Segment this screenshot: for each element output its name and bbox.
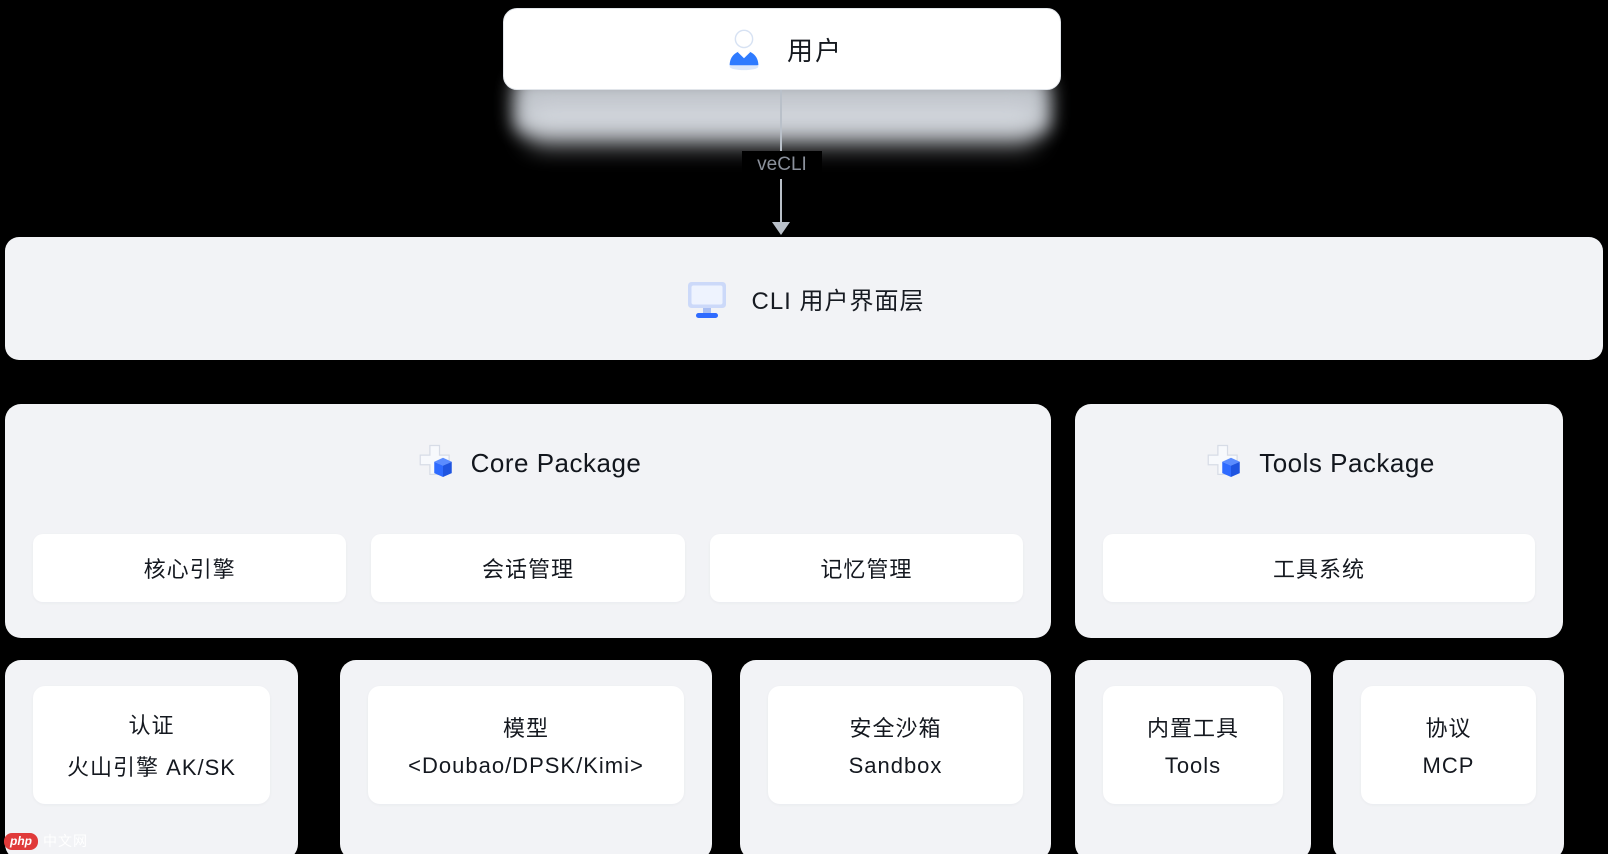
tool-system-card: 工具系统	[1103, 534, 1535, 602]
core-package-group: Core Package 核心引擎 会话管理 记忆管理	[5, 404, 1051, 638]
tools-package-header: Tools Package	[1075, 442, 1563, 484]
sandbox-card-subtitle: Sandbox	[848, 753, 943, 778]
model-card-subtitle: <Doubao/DPSK/Kimi>	[408, 753, 644, 778]
auth-node: 认证 火山引擎 AK/SK	[5, 660, 298, 854]
package-icon	[1203, 442, 1245, 484]
sandbox-card: 安全沙箱 Sandbox	[768, 686, 1023, 804]
arrow-down-icon	[772, 222, 790, 235]
tools-package-title: Tools Package	[1259, 447, 1435, 478]
auth-card-title: 认证	[128, 713, 175, 738]
user-node-shadow-soft	[527, 104, 1037, 146]
builtin-tools-card: 内置工具 Tools	[1103, 686, 1283, 804]
model-node: 模型 <Doubao/DPSK/Kimi>	[340, 660, 712, 854]
sandbox-card-title: 安全沙箱	[849, 716, 942, 741]
sandbox-node: 安全沙箱 Sandbox	[740, 660, 1051, 854]
model-card: 模型 <Doubao/DPSK/Kimi>	[368, 686, 684, 804]
user-node-label: 用户	[786, 35, 843, 66]
tools-package-group: Tools Package 工具系统	[1075, 404, 1563, 638]
monitor-icon	[683, 275, 731, 323]
protocol-node: 协议 MCP	[1333, 660, 1564, 854]
core-package-cards: 核心引擎 会话管理 记忆管理	[33, 534, 1023, 602]
builtin-tools-card-title: 内置工具	[1146, 716, 1239, 741]
site-watermark: php 中文网	[4, 831, 88, 851]
core-package-title: Core Package	[470, 447, 642, 478]
tools-package-cards: 工具系统	[1103, 534, 1535, 602]
builtin-tools-card-subtitle: Tools	[1164, 753, 1222, 778]
php-logo-text: 中文网	[43, 833, 88, 849]
auth-card: 认证 火山引擎 AK/SK	[33, 686, 270, 804]
model-card-title: 模型	[502, 716, 549, 741]
php-logo-badge: php	[4, 832, 38, 850]
package-icon	[415, 442, 457, 484]
core-package-header: Core Package	[5, 442, 1051, 484]
protocol-card: 协议 MCP	[1361, 686, 1536, 804]
cli-layer-label: CLI 用户界面层	[751, 288, 925, 315]
user-node: 用户	[503, 8, 1061, 90]
builtin-tools-node: 内置工具 Tools	[1075, 660, 1311, 854]
connector-label: veCLI	[742, 151, 822, 179]
auth-card-subtitle: 火山引擎 AK/SK	[67, 755, 236, 780]
protocol-card-subtitle: MCP	[1422, 753, 1475, 778]
cli-layer-node: CLI 用户界面层	[5, 237, 1603, 360]
user-icon	[721, 26, 767, 72]
session-management-card: 会话管理	[371, 534, 685, 602]
core-engine-card: 核心引擎	[33, 534, 347, 602]
memory-management-card: 记忆管理	[709, 534, 1023, 602]
protocol-card-title: 协议	[1425, 716, 1472, 741]
